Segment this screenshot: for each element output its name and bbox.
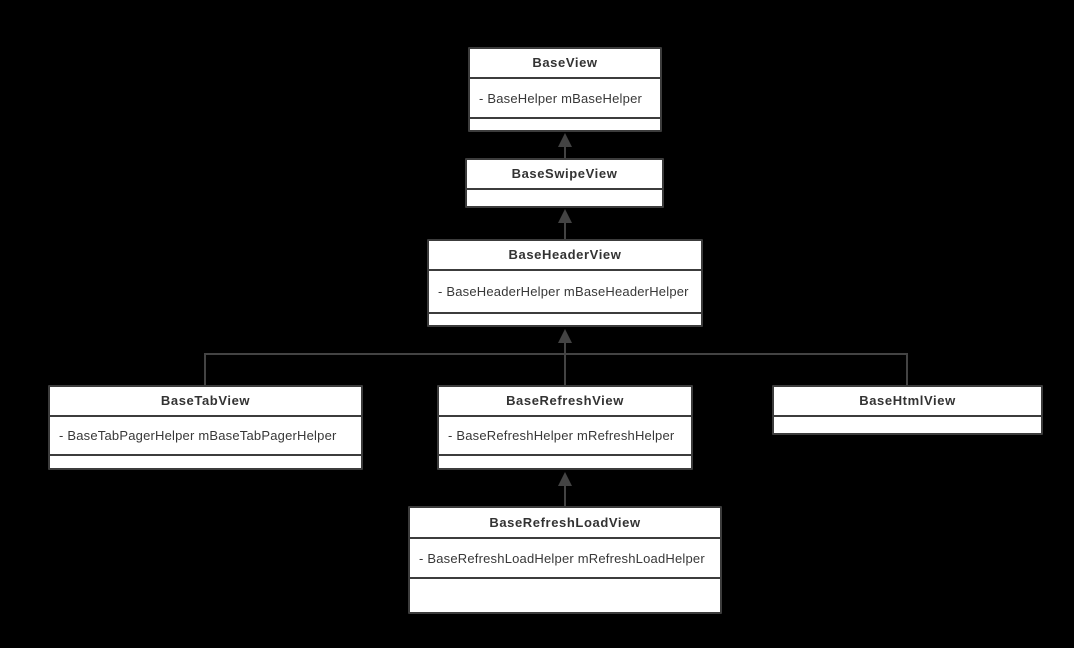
class-box-base-header-view[interactable]: BaseHeaderView - BaseHeaderHelper mBaseH… (427, 239, 703, 327)
class-box-base-refresh-load-view[interactable]: BaseRefreshLoadView - BaseRefreshLoadHel… (408, 506, 722, 614)
class-box-base-swipe-view[interactable]: BaseSwipeView (465, 158, 664, 208)
class-name: BaseRefreshLoadView (489, 515, 641, 530)
class-methods-compartment (439, 454, 691, 468)
class-methods-compartment (470, 117, 660, 130)
inheritance-edge (906, 353, 908, 385)
inheritance-edge (564, 146, 566, 158)
inheritance-edge (204, 353, 206, 385)
inheritance-edge-branch (204, 353, 908, 355)
class-methods-compartment (50, 454, 361, 468)
inheritance-edge (564, 342, 566, 385)
inheritance-arrow-icon (558, 472, 572, 486)
class-name: BaseSwipeView (511, 166, 618, 181)
class-methods-compartment (467, 188, 662, 206)
inheritance-arrow-icon (558, 209, 572, 223)
inheritance-arrow-icon (558, 133, 572, 147)
class-attribute: - BaseRefreshLoadHelper mRefreshLoadHelp… (410, 537, 720, 577)
class-methods-compartment (410, 577, 720, 612)
class-methods-compartment (429, 312, 701, 325)
inheritance-arrow-icon (558, 329, 572, 343)
class-box-base-refresh-view[interactable]: BaseRefreshView - BaseRefreshHelper mRef… (437, 385, 693, 470)
class-box-base-view[interactable]: BaseView - BaseHelper mBaseHelper (468, 47, 662, 132)
class-name: BaseRefreshView (506, 393, 624, 408)
inheritance-edge (564, 485, 566, 506)
class-attribute: - BaseHeaderHelper mBaseHeaderHelper (429, 269, 701, 312)
class-methods-compartment (774, 415, 1041, 433)
class-name: BaseTabView (160, 393, 251, 408)
class-name: BaseView (532, 55, 598, 70)
class-box-base-html-view[interactable]: BaseHtmlView (772, 385, 1043, 435)
class-attribute: - BaseRefreshHelper mRefreshHelper (439, 415, 691, 454)
class-name: BaseHtmlView (859, 393, 956, 408)
class-attribute: - BaseTabPagerHelper mBaseTabPagerHelper (50, 415, 361, 454)
class-attribute: - BaseHelper mBaseHelper (470, 77, 660, 117)
inheritance-edge (564, 222, 566, 239)
class-box-base-tab-view[interactable]: BaseTabView - BaseTabPagerHelper mBaseTa… (48, 385, 363, 470)
class-name: BaseHeaderView (508, 247, 622, 262)
